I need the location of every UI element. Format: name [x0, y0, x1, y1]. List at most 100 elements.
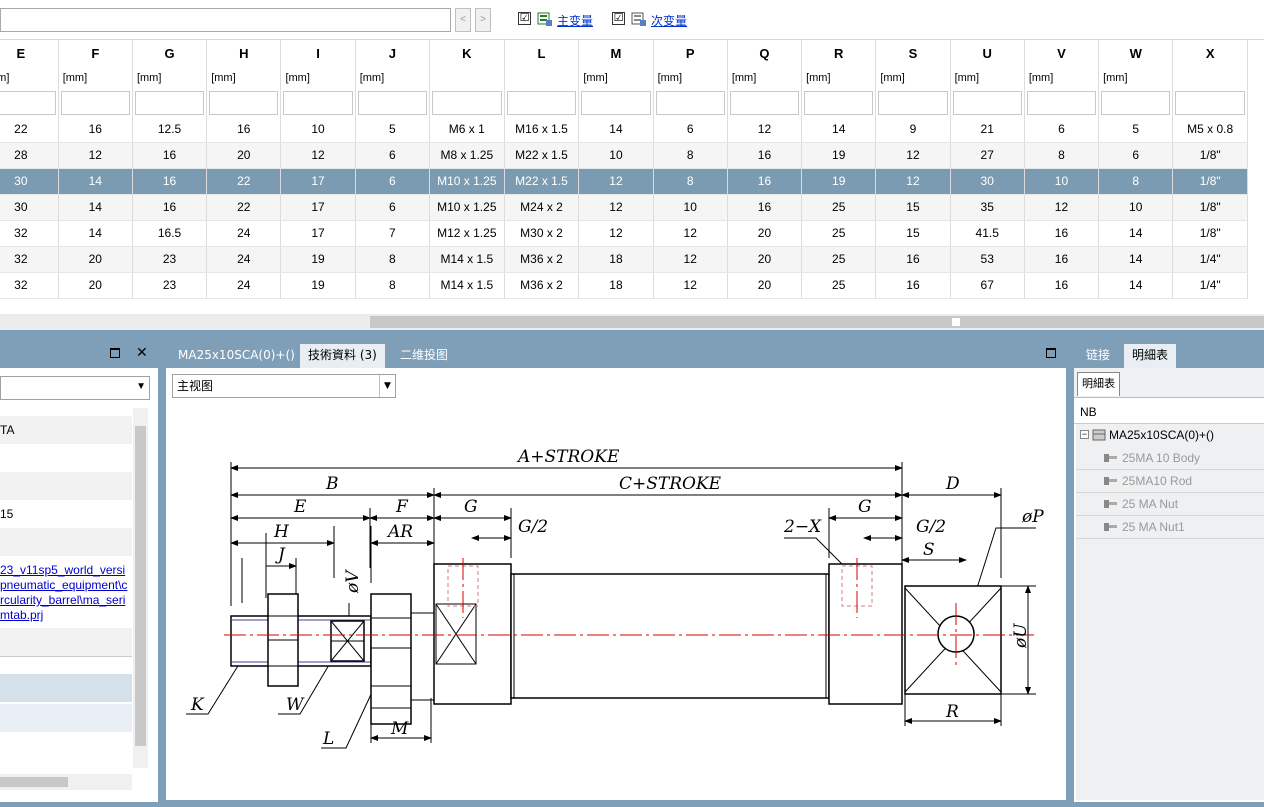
column-filter-input[interactable]	[581, 91, 651, 115]
column-header[interactable]: K	[429, 40, 505, 66]
column-filter-input[interactable]	[952, 91, 1022, 115]
property-row-empty	[0, 704, 132, 732]
search-input[interactable]	[0, 8, 451, 32]
column-filter-input[interactable]	[1101, 91, 1171, 115]
column-filter-input[interactable]	[506, 91, 577, 115]
table-cell: 8	[355, 246, 430, 273]
column-filter-input[interactable]	[357, 91, 427, 115]
filter-cell	[58, 90, 133, 116]
column-filter-input[interactable]	[804, 91, 874, 115]
tab-part[interactable]: MA25x10SCA(0)+()	[178, 348, 295, 362]
table-cell: 25	[801, 194, 877, 221]
table-cell: 9	[875, 116, 951, 143]
tab-2d-projection[interactable]: 二维投图	[400, 348, 449, 362]
properties-vertical-scrollbar[interactable]	[133, 408, 148, 768]
collapse-icon[interactable]: −	[1080, 429, 1089, 439]
filter-cell	[429, 90, 505, 116]
column-filter-input[interactable]	[1026, 91, 1097, 115]
column-filter-input[interactable]	[655, 91, 725, 115]
maximize-icon[interactable]	[110, 348, 120, 358]
path-link[interactable]: mtab.prj	[0, 608, 44, 622]
tab-bom[interactable]: 明細表	[1124, 344, 1177, 368]
tab-links[interactable]: 链接	[1086, 348, 1111, 362]
dim-label-g-rear: G	[858, 497, 872, 517]
column-header[interactable]: R	[801, 40, 877, 66]
column-header[interactable]: V	[1024, 40, 1100, 66]
primary-variable-link[interactable]: 主变量	[557, 14, 594, 28]
prev-button[interactable]: <	[455, 8, 471, 32]
column-header[interactable]: I	[280, 40, 356, 66]
maximize-icon[interactable]	[1046, 348, 1056, 358]
column-header[interactable]: L	[504, 40, 580, 66]
primary-variable-checkbox[interactable]: ☑	[518, 12, 531, 25]
column-header[interactable]: M	[578, 40, 654, 66]
property-row-empty	[0, 444, 132, 472]
column-header[interactable]: X	[1172, 40, 1248, 66]
bom-column-header[interactable]: NB	[1074, 400, 1264, 424]
column-filter-input[interactable]	[283, 91, 353, 115]
column-filter-input[interactable]	[60, 91, 130, 115]
column-unit	[504, 66, 580, 90]
column-filter-input[interactable]	[1175, 91, 1245, 115]
column-filter-input[interactable]	[0, 91, 56, 115]
secondary-variable-link[interactable]: 次变量	[651, 14, 688, 28]
column-header[interactable]: W	[1098, 40, 1174, 66]
dim-label-r: R	[945, 702, 959, 722]
column-unit: [mm]	[132, 66, 208, 90]
properties-horizontal-scrollbar[interactable]	[0, 774, 132, 790]
column-filter-input[interactable]	[134, 91, 205, 115]
subtab-bom[interactable]: 明細表	[1077, 372, 1120, 396]
tree-root[interactable]: − MA25x10SCA(0)+()	[1076, 424, 1264, 447]
tree-item[interactable]: 25MA 10 Body	[1076, 447, 1264, 470]
filter-cell	[653, 90, 728, 116]
column-header[interactable]: P	[653, 40, 728, 66]
next-button[interactable]: >	[475, 8, 491, 32]
filter-cell	[1098, 90, 1174, 116]
table-cell: 16	[132, 194, 208, 221]
tree-item[interactable]: 25 MA Nut	[1076, 493, 1264, 516]
secondary-variable-checkbox[interactable]: ☑	[612, 12, 625, 25]
column-unit: [mm]	[1024, 66, 1100, 90]
column-filter-input[interactable]	[209, 91, 279, 115]
path-link[interactable]: 23_v11sp5_world_versi	[0, 563, 126, 577]
close-icon[interactable]: ✕	[136, 344, 148, 360]
path-link[interactable]: rcularity_barrel\ma_seri	[0, 593, 126, 607]
table-cell: 23	[132, 272, 208, 299]
view-selector[interactable]: 主视图▼	[172, 374, 396, 398]
column-header[interactable]: U	[950, 40, 1025, 66]
property-selector[interactable]: ▼	[0, 376, 150, 400]
column-header[interactable]: Q	[727, 40, 803, 66]
column-filter-input[interactable]	[729, 91, 800, 115]
data-table: EFGHIJKLMPQRSUVWXmm][mm][mm][mm][mm][mm]…	[0, 40, 1248, 299]
table-cell: 12	[1024, 194, 1100, 221]
table-horizontal-scrollbar[interactable]	[0, 314, 1264, 330]
scroll-grip-icon	[952, 318, 960, 326]
column-unit: [mm]	[355, 66, 430, 90]
column-header[interactable]: S	[875, 40, 951, 66]
tree-item[interactable]: 25MA10 Rod	[1076, 470, 1264, 493]
column-header[interactable]: J	[355, 40, 430, 66]
column-header[interactable]: G	[132, 40, 208, 66]
column-filter-input[interactable]	[878, 91, 948, 115]
table-scroll-thumb[interactable]	[370, 316, 1264, 328]
table-cell: 14	[58, 168, 133, 195]
column-header[interactable]: E	[0, 40, 59, 66]
table-cell: 17	[280, 220, 356, 247]
path-link[interactable]: pneumatic_equipment\c	[0, 578, 128, 592]
tree-item[interactable]: 25 MA Nut1	[1076, 516, 1264, 539]
tab-technical-data[interactable]: 技術資料 (3)	[300, 344, 385, 368]
scroll-thumb[interactable]	[0, 777, 68, 787]
column-header[interactable]: H	[206, 40, 282, 66]
property-row-empty	[0, 732, 132, 760]
column-filter-input[interactable]	[431, 91, 502, 115]
column-header[interactable]: F	[58, 40, 133, 66]
scroll-thumb[interactable]	[135, 426, 146, 746]
